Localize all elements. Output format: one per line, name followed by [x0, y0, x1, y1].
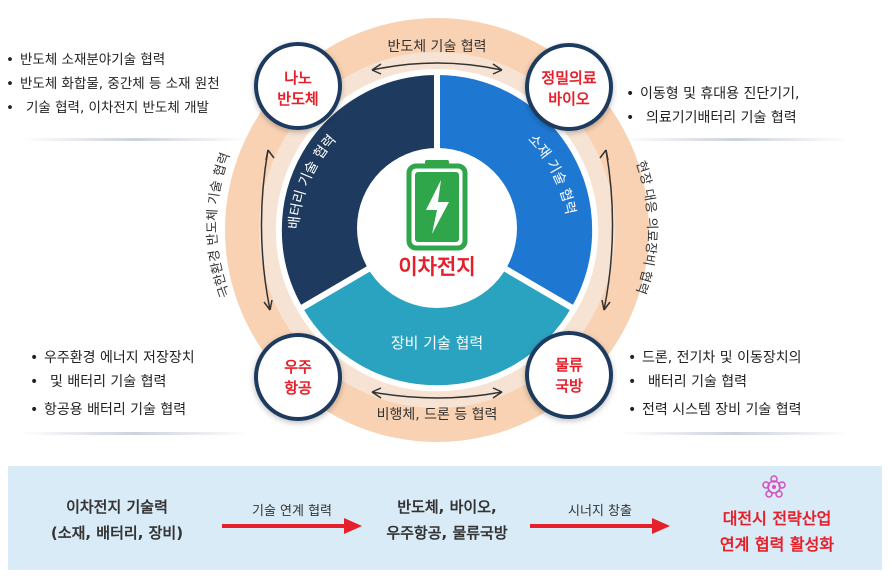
node-aero-line2: 항공 — [284, 379, 312, 397]
node-bio-line1: 정밀의료 — [541, 69, 596, 87]
bullets-top-left: 반도체 소재분야기술 협력 반도체 화합물, 중간체 등 소재 원천 기술 협력… — [6, 48, 220, 120]
node-logistics-line2: 국방 — [555, 377, 583, 395]
bullet-underline-top-right — [620, 138, 850, 141]
flow-step-battery-line1: 이차전지 기술력 — [66, 498, 168, 516]
list-item: 반도체 소재분야기술 협력 — [6, 48, 220, 72]
bullet-underline-bottom-right — [620, 432, 850, 435]
center-label: 이차전지 — [398, 255, 475, 279]
list-item: 및 배터리 기술 협력 — [30, 370, 195, 394]
bullets-bottom-left: 우주환경 에너지 저장장치 및 배터리 기술 협력 항공용 배터리 기술 협력 — [30, 346, 195, 422]
flow-step-battery: 이차전지 기술력 (소재, 배터리, 장비) — [22, 494, 212, 546]
flow-step-industries-line2: 우주항공, 물류국방 — [386, 524, 508, 542]
ring-label-top: 반도체 기술 협력 — [387, 39, 486, 55]
node-nano-line1: 나노 — [284, 69, 312, 87]
flow-arrow1-icon — [222, 518, 362, 534]
node-aerospace — [254, 333, 342, 421]
flow-arrow1-label: 기술 연계 협력 — [251, 504, 333, 519]
sparkle-icon — [762, 475, 786, 498]
node-logistics-defense — [525, 331, 613, 419]
node-bio-line2: 바이오 — [548, 90, 590, 108]
node-nano-line2: 반도체 — [277, 90, 318, 108]
list-item: 배터리 기술 협력 — [628, 370, 801, 394]
list-item: 이동형 및 휴대용 진단기기, — [626, 82, 799, 106]
list-item: 우주환경 에너지 저장장치 — [30, 346, 195, 370]
node-precision-bio — [525, 43, 613, 131]
flow-step-industries-line1: 반도체, 바이오, — [397, 498, 497, 516]
bullets-bottom-right: 드론, 전기차 및 이동장치의 배터리 기술 협력 전력 시스템 장비 기술 협… — [628, 346, 801, 422]
list-item: 의료기기배터리 기술 협력 — [626, 106, 799, 130]
ring-arrows — [260, 62, 614, 399]
node-logistics-line1: 물류 — [555, 356, 583, 374]
cooperation-diagram: 이차전지 배터리 기술 협력 소재 기술 협력 장비 기술 협력 반도체 기술 … — [205, 18, 659, 442]
flow-arrow2-icon — [530, 518, 670, 534]
ring-label-bottom: 비행체, 드론 등 협력 — [377, 407, 498, 423]
bullet-underline-bottom-left — [20, 432, 250, 435]
flow-step-battery-line2: (소재, 배터리, 장비) — [50, 524, 184, 542]
flow-step-result: 대전시 전략산업 연계 협력 활성화 — [684, 506, 870, 558]
list-item: 전력 시스템 장비 기술 협력 — [628, 398, 801, 422]
flow-arrow2-label: 시너지 창출 — [568, 504, 632, 519]
list-item: 드론, 전기차 및 이동장치의 — [628, 346, 801, 370]
node-aero-line1: 우주 — [284, 358, 312, 376]
flow-bar — [8, 466, 882, 570]
list-item: 반도체 화합물, 중간체 등 소재 원천 — [6, 72, 220, 96]
battery-icon — [406, 160, 468, 251]
flow-step-industries: 반도체, 바이오, 우주항공, 물류국방 — [362, 494, 532, 546]
list-item: 기술 협력, 이차전지 반도체 개발 — [6, 96, 220, 120]
segment-equipment-label: 장비 기술 협력 — [391, 334, 483, 352]
node-nano-semiconductor — [254, 42, 342, 130]
bullet-underline-top-left — [20, 138, 250, 141]
list-item: 항공용 배터리 기술 협력 — [30, 398, 195, 422]
flow-step-result-line1: 대전시 전략산업 — [722, 509, 832, 528]
flow-step-result-line2: 연계 협력 활성화 — [719, 535, 835, 554]
bullets-top-right: 이동형 및 휴대용 진단기기, 의료기기배터리 기술 협력 — [626, 82, 799, 130]
